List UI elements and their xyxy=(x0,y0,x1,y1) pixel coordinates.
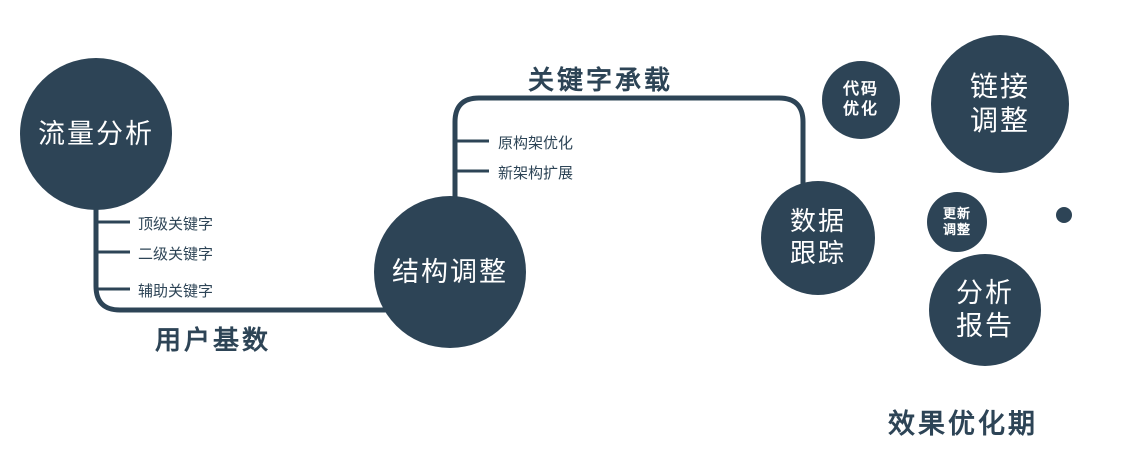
branch-label-auxiliary-keywords: 辅助关键字 xyxy=(138,283,214,300)
branch-label-new-architecture: 新架构扩展 xyxy=(498,165,574,182)
node-code-optimization-line1: 代码 xyxy=(842,81,879,99)
footer-label-effect-optimization-period: 效果优化期 xyxy=(888,409,1038,439)
node-update-adjustment-line2: 调整 xyxy=(942,222,971,237)
node-analysis-report-line2: 报告 xyxy=(956,311,1014,341)
node-link-adjustment: 链接 调整 xyxy=(931,35,1069,173)
edge-label-keyword-carrying: 关键字承载 xyxy=(528,65,674,95)
node-code-optimization-line2: 优化 xyxy=(842,101,879,118)
node-code-optimization: 代码 优化 xyxy=(822,61,900,139)
edge-label-user-base: 用户基数 xyxy=(155,325,272,355)
small-dot-marker xyxy=(1056,207,1072,223)
node-analysis-report-line1: 分析 xyxy=(956,278,1014,309)
branch-label-top-keywords: 顶级关键字 xyxy=(138,216,214,233)
node-traffic-analysis: 流量分析 xyxy=(20,58,172,210)
node-analysis-report: 分析 报告 xyxy=(929,254,1041,366)
node-link-adjustment-line2: 调整 xyxy=(969,105,1030,136)
node-structure-adjustment: 结构调整 xyxy=(374,196,526,348)
node-data-tracking-line1: 数据 xyxy=(789,206,846,237)
node-update-adjustment: 更新 调整 xyxy=(927,192,987,252)
node-structure-adjustment-label: 结构调整 xyxy=(392,256,508,287)
branch-label-original-architecture: 原构架优化 xyxy=(498,135,574,152)
branch-label-secondary-keywords: 二级关键字 xyxy=(138,246,214,263)
structure-to-tracking-connector xyxy=(452,95,806,210)
node-data-tracking: 数据 跟踪 xyxy=(761,181,875,295)
node-traffic-analysis-label: 流量分析 xyxy=(38,118,154,149)
node-data-tracking-line2: 跟踪 xyxy=(789,238,846,268)
node-link-adjustment-line1: 链接 xyxy=(969,70,1030,102)
node-update-adjustment-line1: 更新 xyxy=(942,206,971,222)
